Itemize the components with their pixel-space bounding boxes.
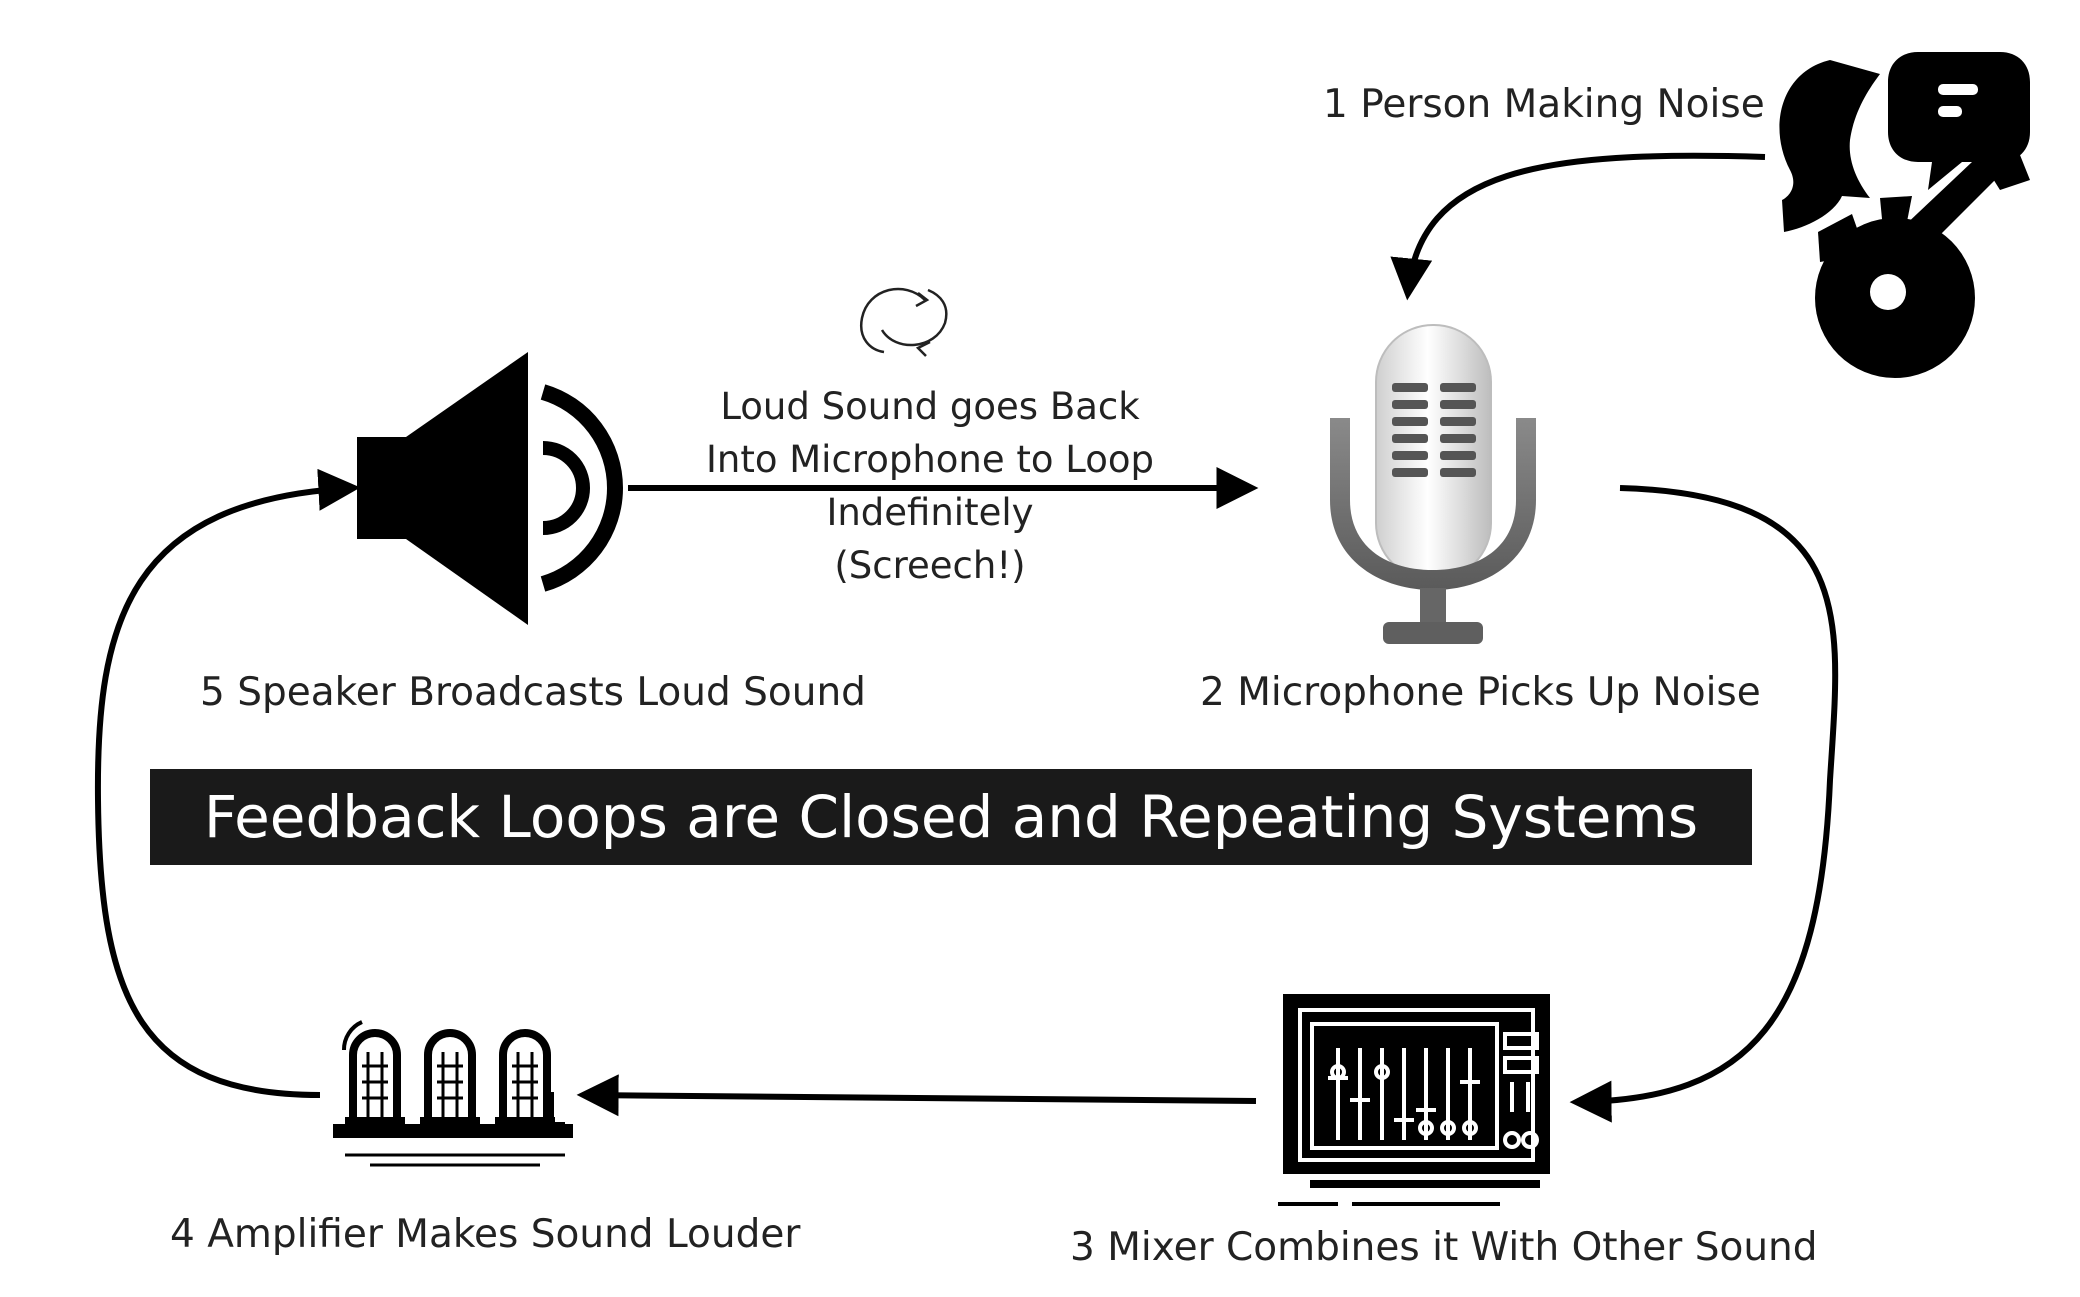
- step2-label: 2 Microphone Picks Up Noise: [1200, 670, 1761, 715]
- arrow-amplifier-to-speaker: [94, 468, 361, 1098]
- arrow-mixer-to-amplifier: [576, 1074, 1257, 1117]
- step3-label: 3 Mixer Combines it With Other Sound: [1070, 1225, 1818, 1270]
- tube-amplifier-icon: [333, 1020, 573, 1167]
- loop-note-line4: (Screech!): [834, 544, 1026, 587]
- title-banner: Feedback Loops are Closed and Repeating …: [150, 769, 1752, 865]
- step5-label: 5 Speaker Broadcasts Loud Sound: [200, 670, 866, 715]
- loop-note: Loud Sound goes Back Into Microphone to …: [690, 380, 1170, 592]
- step4-label: 4 Amplifier Makes Sound Louder: [170, 1212, 801, 1257]
- loudspeaker-icon: [357, 352, 623, 625]
- arrow-mic-to-mixer: [1569, 485, 1839, 1123]
- loop-note-line2: Into Microphone to Loop: [705, 438, 1155, 481]
- step1-label: 1 Person Making Noise: [1323, 82, 1765, 127]
- mixer-console-icon: [1278, 994, 1550, 1206]
- refresh-loop-icon: [859, 287, 948, 357]
- microphone-icon: [1330, 324, 1536, 644]
- loop-note-line3: Indefinitely: [826, 491, 1034, 534]
- arrow-person-to-mic: [1390, 152, 1766, 301]
- loop-note-line1: Loud Sound goes Back: [720, 385, 1140, 428]
- person-guitar-speech-icon: [1779, 52, 2030, 378]
